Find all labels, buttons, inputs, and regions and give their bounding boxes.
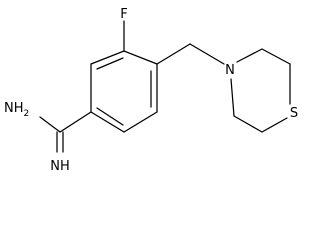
ring-bond-c6-c1 — [90, 50, 125, 65]
sulfur-label: S — [290, 106, 298, 121]
thiomorpholine-ring: N S — [225, 48, 298, 133]
bond-cc-cd — [233, 115, 263, 133]
bond-c2-methylene — [156, 43, 191, 65]
bond-sulfur-cc — [261, 117, 288, 133]
bond-cd-n — [230, 78, 235, 117]
ring-double-bond-c6-c1 — [96, 57, 124, 70]
imino-label: NH — [50, 159, 70, 174]
bond-c5-amidine-carbon — [59, 111, 92, 133]
amino-label-main: NH — [4, 101, 24, 116]
chemical-structure-diagram: F N S NH2 NH — [4, 7, 298, 174]
amino-label-subscript: 2 — [24, 109, 30, 119]
ring-bond-c4-c5 — [90, 111, 125, 133]
bond-ca-cb — [261, 48, 291, 65]
bond-methylene-nitrogen — [189, 43, 225, 65]
ring-bond-c1-c2 — [123, 50, 158, 65]
amidine-group: NH2 NH — [4, 101, 92, 174]
amino-label: NH2 — [4, 101, 29, 119]
ring-nitrogen-label: N — [225, 63, 235, 78]
benzene-ring — [90, 50, 158, 133]
ring-bond-c3-c4 — [123, 111, 158, 133]
fluorine-label: F — [120, 7, 127, 22]
bond-amidine-carbon-nh2 — [39, 116, 61, 133]
ring-double-bond-c4-c5 — [96, 107, 124, 126]
bond-n-ca — [236, 48, 263, 63]
